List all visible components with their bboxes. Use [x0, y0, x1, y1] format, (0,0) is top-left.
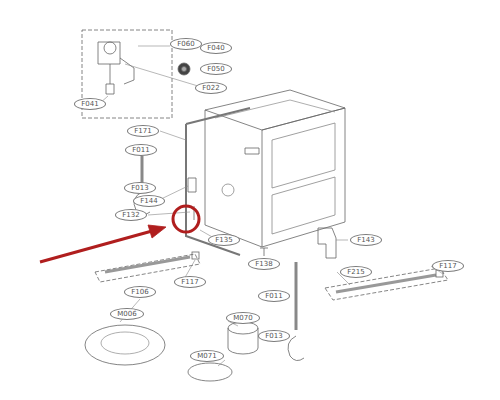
tub-hole [222, 184, 234, 196]
callout-oval: F117 [432, 260, 464, 272]
callout-number: F117 [181, 279, 198, 286]
callout-oval: F013 [124, 182, 156, 194]
callout-number: F143 [357, 237, 374, 244]
callout-oval: F060 [170, 38, 202, 50]
callout-number: F106 [131, 289, 148, 296]
callout-oval: F144 [133, 195, 165, 207]
tub-panel [272, 123, 335, 234]
callout-number: F013 [131, 185, 148, 192]
cap-part [178, 63, 190, 75]
callout-oval: F171 [127, 125, 159, 137]
callout-number: F041 [81, 101, 98, 108]
tub-top [205, 90, 345, 130]
callout-oval: F138 [248, 258, 280, 270]
callout-number: F117 [439, 263, 456, 270]
hook-hose [288, 336, 304, 361]
callout-oval: F011 [125, 144, 157, 156]
callout-oval: F041 [74, 98, 106, 110]
callout-number: M070 [233, 315, 252, 322]
callout-number: F171 [134, 128, 151, 135]
callout-oval: M006 [110, 308, 144, 320]
callout-number: F215 [347, 269, 364, 276]
callout-oval: F040 [200, 42, 232, 54]
arrow-head [148, 225, 166, 238]
pump-part [98, 42, 134, 94]
callout-number: F132 [122, 212, 139, 219]
callout-oval: F143 [350, 234, 382, 246]
callout-number: M006 [117, 311, 136, 318]
callout-number: F135 [215, 237, 232, 244]
tub-bracket [245, 148, 259, 154]
cap-part [182, 67, 187, 72]
callout-number: F138 [255, 261, 272, 268]
callout-oval: F117 [174, 276, 206, 288]
callout-number: M071 [197, 353, 216, 360]
callout-number: F144 [140, 198, 157, 205]
rail [105, 257, 190, 272]
callout-oval: F135 [208, 234, 240, 246]
hose [295, 262, 298, 330]
callout-number: F022 [202, 85, 219, 92]
callout-oval: F106 [124, 286, 156, 298]
callout-number: F011 [265, 293, 282, 300]
side-part [318, 228, 336, 258]
callout-oval: F132 [115, 209, 147, 221]
sump-part [85, 325, 165, 365]
callout-oval: F215 [340, 266, 372, 278]
callout-oval: F022 [195, 82, 227, 94]
callout-number: F060 [177, 41, 194, 48]
screw [260, 248, 268, 256]
callout-number: F050 [207, 66, 224, 73]
callout-oval: F013 [258, 330, 290, 342]
tub-right [262, 108, 345, 247]
callout-number: F040 [207, 45, 224, 52]
highlight-arrow [40, 231, 152, 262]
tub-left [205, 110, 262, 247]
leader-line [99, 46, 443, 366]
sump-part [101, 332, 149, 354]
bracket-part [188, 178, 196, 220]
tub-rim [215, 100, 335, 118]
callout-oval: F050 [200, 63, 232, 75]
callout-number: F011 [132, 147, 149, 154]
highlight-circle [173, 206, 199, 232]
callout-oval: F011 [258, 290, 290, 302]
callout-number: F013 [265, 333, 282, 340]
callout-oval: M070 [226, 312, 260, 324]
rail-cap [192, 252, 199, 259]
frame-tube [186, 108, 250, 255]
callout-oval: M071 [190, 350, 224, 362]
filter-part [188, 363, 232, 381]
